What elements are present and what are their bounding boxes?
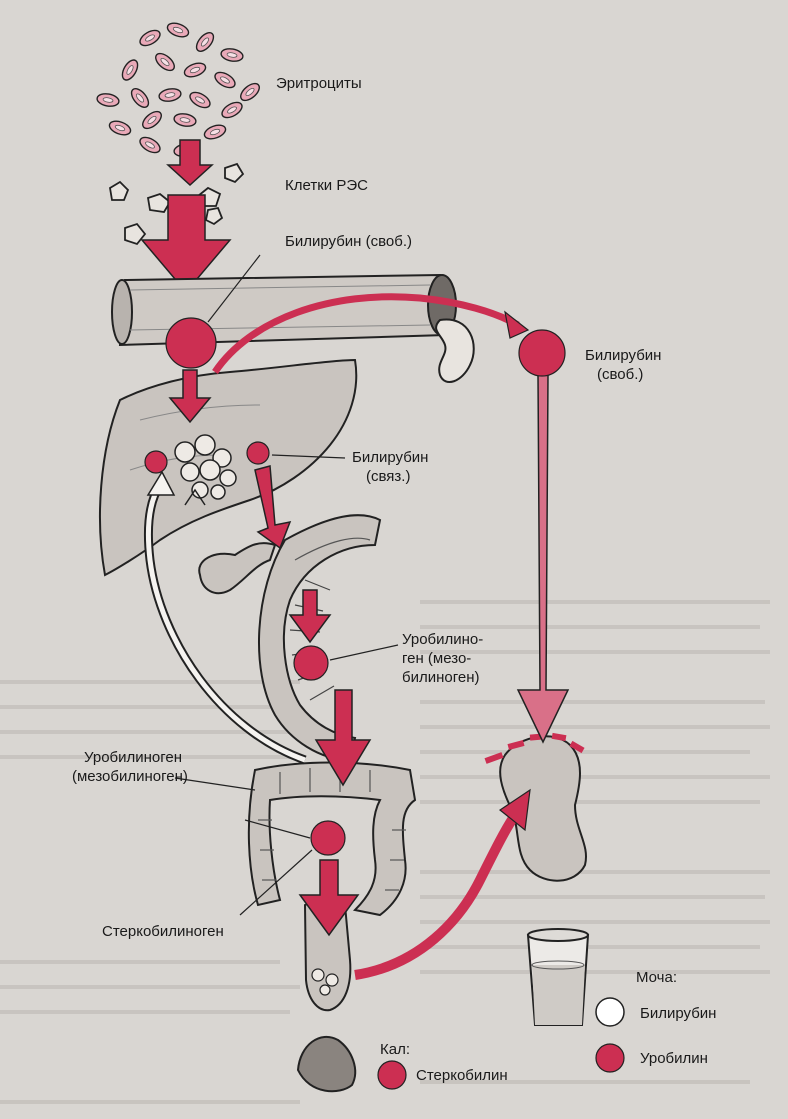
label-urine-bilirubin: Билирубин [640,1005,717,1022]
arrowhead-to-kidney-bilirubin [504,310,530,339]
arrow-vessel-to-kidney-bilirubin [212,293,520,374]
dot-bilirubin-liver-left [144,450,168,474]
arrowhead-enterohepatic-return [146,470,176,496]
dot-bilirubin-free-vessel [165,317,217,369]
erythrocyte-cell-center [145,34,155,42]
label-feces-stercobilin: Стеркобилин [416,1067,508,1084]
erythrocyte-cell-center [179,117,191,123]
arrow-rectum-to-bladder [354,812,520,980]
erythrocyte-cell-center [160,57,170,67]
erythrocyte-cell-center [200,37,210,47]
label-urobilinogen-left: Уробилиноген (мезобилиноген) [72,749,188,785]
label-feces: Кал: [380,1041,410,1058]
hepatocytes [174,434,237,500]
erythrocyte-cell-center [227,106,237,114]
feces-lump [296,1035,357,1093]
erythrocytes-cluster [96,22,260,157]
erythrocyte-cell-center [147,115,157,125]
dot-feces-stercobilin [377,1060,407,1090]
arrow-vessel-to-liver [168,369,212,424]
label-urine: Моча: [636,969,678,986]
background-page-texture [0,600,770,1104]
erythrocyte-cell-center [226,52,238,58]
label-erythrocytes: Эритроциты [276,75,362,92]
leader-lines [174,254,399,916]
arrow-duodenum-down [288,589,332,644]
erythrocyte-cell-center [164,92,176,98]
arrowhead-to-bladder [498,788,531,832]
arrow-colon-to-rectum [298,859,360,937]
blood-vessel [111,273,457,347]
arrow-res-to-vessel [140,194,232,294]
erythrocyte-cell-center [114,124,126,132]
gallbladder [198,542,277,595]
erythrocyte-cell-center [220,76,230,84]
duodenum [257,514,382,762]
liver [99,358,358,577]
erythrocyte-cell-center [189,66,201,74]
erythrocyte-cell-center [195,96,205,104]
arrow-kidney-to-bladder [516,374,570,744]
res-cells [109,162,245,246]
erythrocyte-cell-center [102,97,114,103]
label-bilirubin-bound: Билирубин (связ.) [352,449,429,485]
erythrocyte-cell-center [135,93,145,103]
dot-stercobilinogen [310,820,346,856]
arrow-duodenum-to-colon [314,689,372,787]
label-bilirubin-free-right: Билирубин (своб.) [585,347,662,383]
kidney [435,318,475,384]
dot-urine-urobilin [595,1043,625,1073]
colon-haustra [258,768,406,891]
label-stercobilinogen: Стеркобилиноген [102,923,224,940]
label-urobilinogen: Уробилино- ген (мезо- билиноген) [402,631,484,686]
dot-urine-bilirubin [595,997,625,1027]
erythrocyte-cell-center [245,87,255,97]
arrow-liver-to-duodenum [254,465,292,550]
colon [247,761,417,917]
rectum-veins [311,968,339,996]
label-bilirubin-free-top: Билирубин (своб.) [285,233,413,250]
bladder-markings [484,732,585,764]
pigment-dots [144,317,625,1090]
dot-bilirubin-bound [246,441,270,465]
erythrocyte-cell-center [145,141,155,149]
erythrocyte-cell-center [209,128,221,136]
dot-urobilinogen [293,645,329,681]
dot-bilirubin-free-right [518,329,566,377]
label-urine-urobilin: Уробилин [640,1050,708,1067]
erythrocyte-cell-center [172,26,184,34]
urine-glass [526,928,590,1026]
erythrocyte-cell-center [126,65,134,75]
arrow-rbc-to-res [166,139,214,187]
label-res-cells: Клетки РЭС [285,177,368,194]
